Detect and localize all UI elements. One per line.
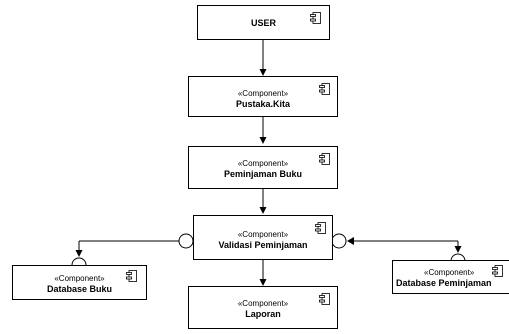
component-icon (492, 265, 503, 277)
component-name: USER (250, 18, 276, 28)
component-icon (319, 83, 330, 95)
component-icon (310, 12, 321, 24)
component-peminjaman-buku[interactable]: «Component» Peminjaman Buku (188, 146, 338, 189)
interface-right-validasi (331, 233, 347, 249)
component-name: Validasi Peminjaman (218, 240, 308, 250)
component-stereotype: «Component» (237, 159, 289, 168)
component-pustaka-kita[interactable]: «Component» Pustaka.Kita (188, 76, 338, 117)
component-name: Laporan (245, 309, 281, 319)
component-icon (126, 270, 137, 282)
component-validasi-peminjaman[interactable]: «Component» Validasi Peminjaman (193, 215, 333, 260)
component-laporan[interactable]: «Component» Laporan (188, 286, 338, 329)
component-user[interactable]: USER (197, 5, 330, 40)
component-stereotype: «Component» (237, 299, 289, 308)
interface-left-validasi (178, 233, 194, 249)
component-name: Database Peminjaman (396, 278, 492, 288)
component-icon (319, 293, 330, 305)
component-icon (319, 153, 330, 165)
component-stereotype: «Component» (54, 274, 105, 283)
component-stereotype: «Component» (237, 230, 289, 239)
component-name: Peminjaman Buku (223, 169, 303, 179)
component-stereotype: «Component» (424, 268, 475, 277)
component-name: Pustaka.Kita (235, 99, 291, 109)
component-database-buku[interactable]: «Component» Database Buku (12, 265, 147, 300)
component-database-peminjaman[interactable]: «Component» Database Peminjaman (392, 260, 509, 294)
component-stereotype: «Component» (237, 89, 289, 98)
component-name: Database Buku (46, 284, 113, 294)
component-icon (315, 222, 326, 234)
